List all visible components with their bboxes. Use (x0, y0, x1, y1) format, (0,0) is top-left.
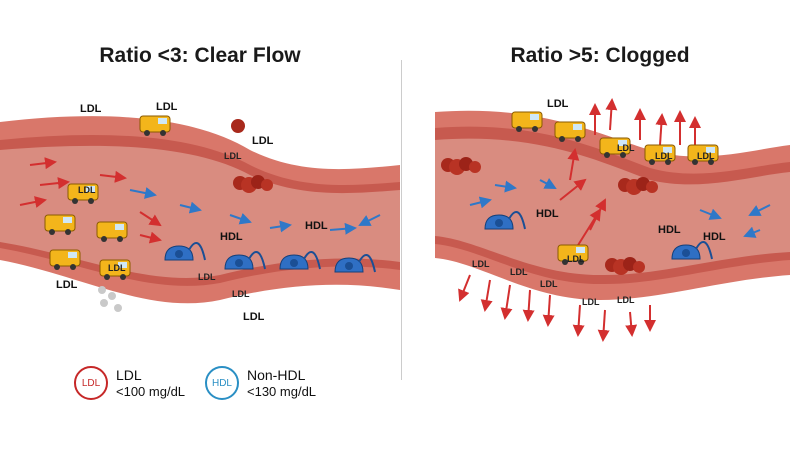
ldl-label: LDL (232, 289, 250, 299)
legend-non-hdl: HDL Non-HDL<130 mg/dL (205, 366, 316, 400)
ldl-label: LDL (472, 259, 490, 269)
ldl-label: LDL (252, 135, 274, 147)
ldl-label: LDL (224, 151, 242, 161)
left-red-arrows (19, 157, 162, 244)
right-red-arrows (458, 98, 701, 342)
ldl-label: LDL (78, 185, 96, 195)
ldl-label: LDL (156, 101, 178, 113)
ldl-label: LDL (547, 98, 569, 110)
left-blue-arrows (129, 187, 381, 235)
ldl-label: LDL (567, 254, 585, 264)
legend-ldl: LDL LDL<100 mg/dL (74, 366, 185, 400)
hdl-label: HDL (703, 231, 726, 243)
hdl-label: HDL (220, 231, 243, 243)
left-labels: LDL LDL LDL LDL LDL HDL HDL LDL LDL LDL … (56, 101, 328, 323)
ldl-label: LDL (655, 151, 673, 161)
ldl-label: LDL (540, 279, 558, 289)
right-panel-title: Ratio >5: Clogged (510, 44, 690, 67)
ldl-label: LDL (582, 297, 600, 307)
ldl-label: LDL (108, 263, 126, 273)
hdl-label: HDL (658, 224, 681, 236)
plaque-icon (231, 119, 245, 133)
ldl-label: LDL (243, 311, 265, 323)
ldl-label: LDL (56, 279, 78, 291)
debris-icon (98, 286, 122, 312)
ldl-label: LDL (510, 267, 528, 277)
ldl-label: LDL (198, 272, 216, 282)
legend-ldl-name: LDL (116, 366, 142, 383)
right-blue-arrows (469, 178, 771, 238)
panel-divider (401, 60, 402, 380)
right-labels: LDL LDL LDL LDL HDL HDL HDL LDL LDL LDL … (472, 98, 726, 307)
ldl-label: LDL (617, 295, 635, 305)
legend-non-hdl-value: <130 mg/dL (247, 383, 317, 399)
ldl-label: LDL (80, 103, 102, 115)
hdl-badge-icon: HDL (205, 366, 239, 400)
legend-non-hdl-name: Non-HDL (247, 366, 306, 383)
ldl-label: LDL (697, 151, 715, 161)
legend-ldl-value: <100 mg/dL (116, 383, 186, 399)
hdl-label: HDL (305, 220, 328, 232)
ldl-label: LDL (617, 143, 635, 153)
ldl-badge-icon: LDL (74, 366, 108, 400)
left-panel-title: Ratio <3: Clear Flow (99, 44, 301, 67)
hdl-label: HDL (536, 208, 559, 220)
